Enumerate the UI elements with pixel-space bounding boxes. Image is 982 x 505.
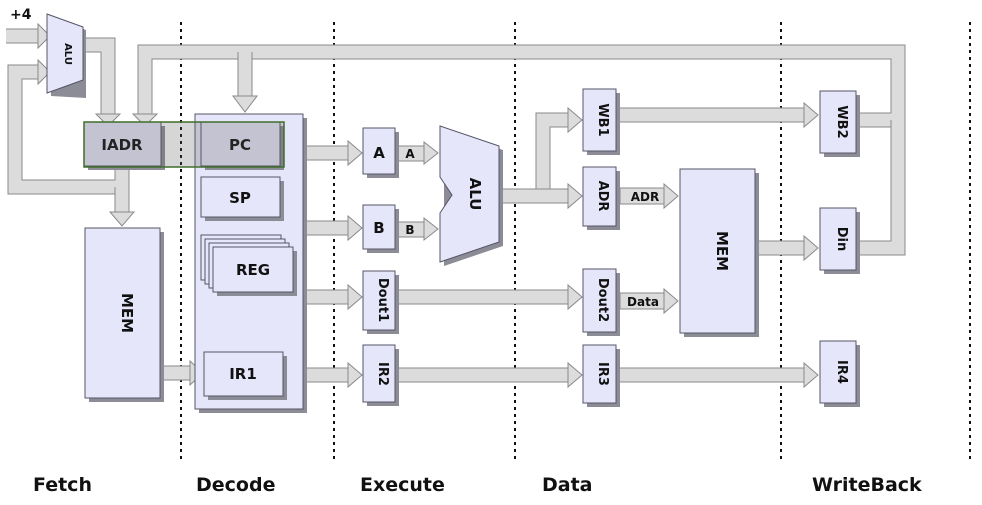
arrowhead-pc-in [232,95,258,113]
wb2-label: WB2 [834,105,849,138]
dout2-register [582,268,617,333]
reg-label: REG [236,261,270,279]
arrowhead-ir2-in [347,361,363,389]
labelled-buses: A B ADR Data [394,140,679,315]
ir3-register [582,344,617,404]
feedback-buses [6,28,906,383]
dout1-register [362,270,396,331]
arrowhead-iadr-in-left [94,113,122,127]
ir1-register [203,351,284,397]
a-register [362,127,396,175]
arrowhead-iadr-in-right [131,113,159,127]
arrowhead-ir4-in [803,361,819,389]
plus4-label: +4 [10,7,32,23]
data-stage: WB1 ADR Dout2 IR3 MEM [582,88,759,407]
arrowhead-b-in [347,214,363,242]
stage-label-execute: Execute [360,474,445,496]
dout1-label: Dout1 [375,278,390,322]
instruction-memory [84,227,161,399]
arrowhead-alu-in-top [37,22,51,50]
bus-alu-wb1 [497,112,570,204]
bus-label-data: Data [627,295,659,309]
ir2-register [362,344,396,403]
data-memory [679,168,756,334]
fetch-stage: IADR MEM [83,121,165,402]
stage-label-decode: Decode [196,474,275,496]
instruction-memory-label: MEM [118,293,136,333]
adr-label: ADR [595,181,610,212]
stage-label-data: Data [542,474,593,496]
wb2-register [819,90,857,154]
arrowhead-ir3-in [567,361,583,389]
ir1-label: IR1 [229,365,257,383]
arrowheads [37,22,819,389]
arrowhead-mem-in [108,211,136,227]
din-label: Din [834,227,849,252]
b-label: B [373,219,384,237]
sp-label: SP [229,189,251,207]
adr-register [582,166,617,227]
dout2-label: Dout2 [595,278,610,322]
bus-label-b: B [405,223,414,237]
b-register [362,204,396,250]
wb1-register [582,88,617,152]
ir4-register [819,340,857,404]
stage-label-fetch: Fetch [33,474,92,496]
writeback-stage: WB2 Din IR4 [819,90,860,407]
ir2-label: IR2 [375,362,390,386]
iadr-label: IADR [101,136,143,154]
arrowhead-a-in [347,139,363,167]
stage-labels: Fetch Decode Execute Data WriteBack [33,474,922,496]
bus-label-a: A [405,147,415,161]
bus-label-adr: ADR [631,190,660,204]
arrowhead-wb1-in [567,106,583,134]
pc-label: PC [229,136,251,154]
alu-small-shape [46,13,84,94]
alu-small-label: ALU [62,43,73,65]
main-alu-label: ALU [466,178,484,211]
arrowhead-wb2-in [803,101,819,129]
arrowhead-adr-in [567,182,583,210]
arrowhead-alu-in-bottom [37,58,51,86]
sp-register [200,176,281,218]
register-file [212,246,294,293]
arrowhead-dout1-in [347,283,363,311]
a-label: A [373,144,385,162]
wb1-label: WB1 [595,103,610,136]
data-memory-label: MEM [713,231,731,271]
pc-iadr-highlight [83,121,285,168]
main-alu [439,125,500,263]
pc-incrementer-alu: ALU [46,13,86,98]
ir4-label: IR4 [834,360,849,384]
arrowhead-dout2-in [567,283,583,311]
ir3-label: IR3 [595,362,610,386]
execute-stage: A B Dout1 IR2 ALU [362,125,503,406]
stage-label-writeback: WriteBack [812,474,922,496]
din-register [819,207,857,271]
arrowhead-din-in [803,234,819,262]
